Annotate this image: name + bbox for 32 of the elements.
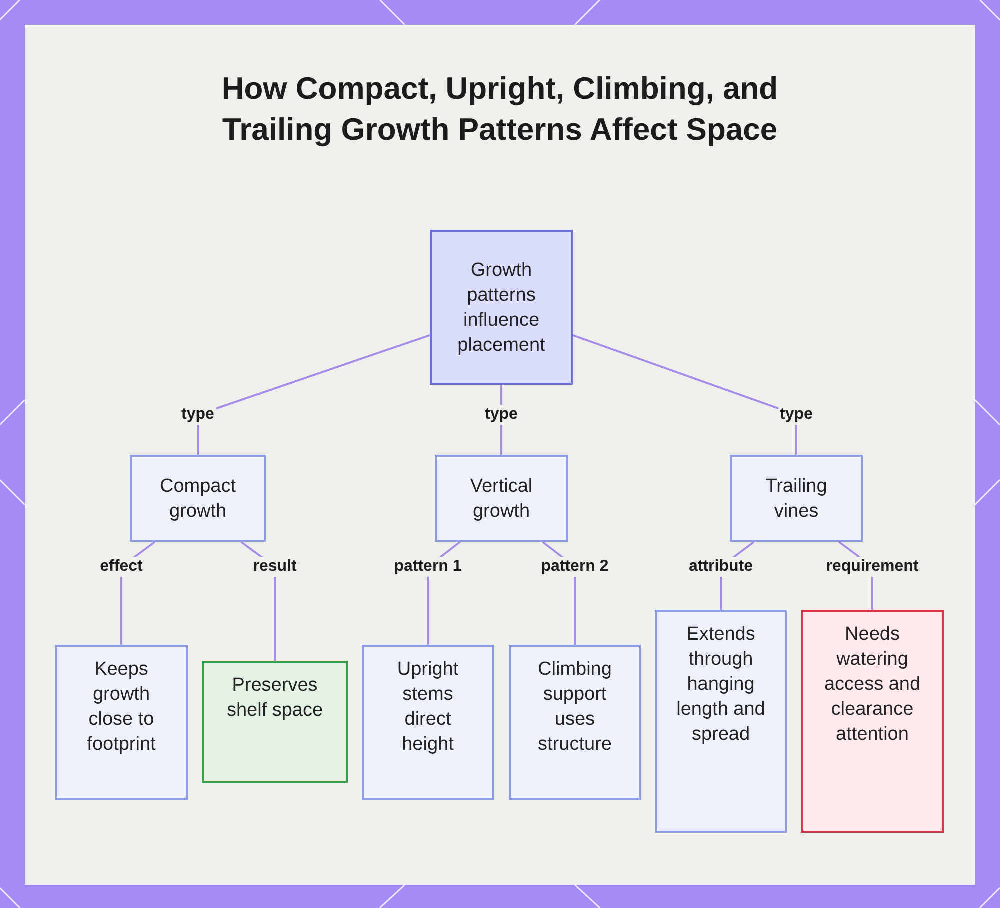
concept-box [801,610,944,833]
connector-line [572,334,798,455]
box-text: Preserves shelf space [226,674,324,723]
box-text: Extends through hanging length and spread [676,623,766,747]
concept-box [202,661,348,783]
box-text: Growth patterns influence placement [456,258,546,358]
diagram-title: How Compact, Upright, Climbing, and Trailing Growth Patterns Affect Space [220,70,780,149]
box-text: Keeps growth close to footprint [86,658,157,757]
box-text: Needs watering access and clearance attention [823,623,922,747]
concept-box [130,455,266,542]
concept-box [509,645,641,800]
root-box [430,230,573,385]
edge-label: type [180,405,216,425]
edge-label: type [483,405,520,425]
edge-label: result [251,557,299,577]
box-text: Upright stems direct height [396,658,460,757]
concept-box [655,610,787,833]
box-text: Trailing vines [764,474,828,524]
concept-box [55,645,188,800]
edge-label: pattern 2 [539,557,611,577]
concept-box [362,645,494,800]
edge-label: effect [98,557,145,577]
edge-label: type [778,405,815,425]
concept-box [730,455,863,542]
edge-label: pattern 1 [392,557,464,577]
edge-label: requirement [824,557,921,577]
box-text: Climbing support uses structure [537,658,613,757]
box-text: Vertical growth [469,474,534,524]
box-text: Compact growth [158,474,238,524]
concept-box [435,455,568,542]
edge-label: attribute [687,557,755,577]
connector-line [197,334,430,455]
